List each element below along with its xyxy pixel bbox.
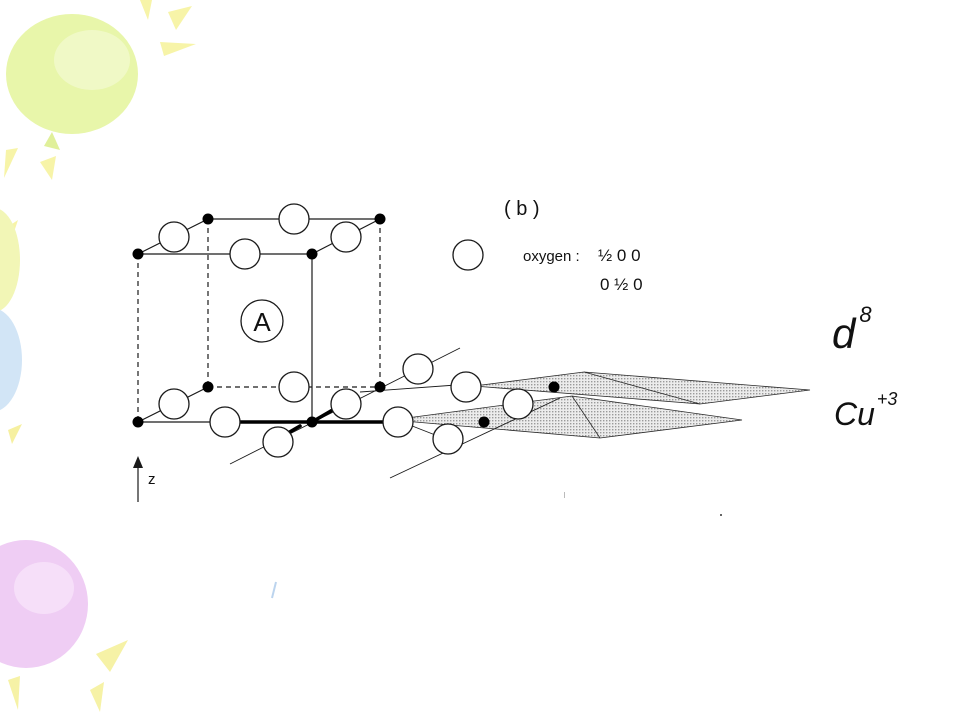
copper-atom — [306, 416, 318, 428]
copper-atom — [374, 381, 386, 393]
z-axis-label: z — [148, 471, 156, 488]
yellow-balloon-icon — [0, 209, 20, 311]
oxygen-atom — [382, 406, 414, 438]
oxygen-atom — [278, 203, 310, 235]
oxygen-atom — [262, 426, 294, 458]
green-balloon-icon — [6, 14, 138, 150]
copper-atom — [202, 381, 214, 393]
copper-atom — [374, 213, 386, 225]
handwritten-cu3: Cu+3 — [834, 389, 897, 432]
oxygen-atoms — [158, 203, 534, 458]
scan-specks — [564, 492, 722, 516]
oxygen-atom — [450, 371, 482, 403]
oxygen-atom — [229, 238, 261, 270]
oxygen-atom — [330, 388, 362, 420]
oxygen-atom — [209, 406, 241, 438]
oxygen-atom — [502, 388, 534, 420]
oxygen-legend-label: oxygen : — [523, 248, 580, 265]
oxygen-legend: oxygen : ½ 0 0 0 ½ 0 — [452, 239, 643, 294]
oxygen-atom — [158, 388, 190, 420]
oxygen-legend-position-2: 0 ½ 0 — [600, 275, 643, 294]
oxygen-atom — [330, 221, 362, 253]
z-axis: z — [133, 456, 156, 502]
copper-atoms — [132, 213, 560, 428]
cuo2-planes — [391, 371, 811, 439]
copper-atom — [132, 248, 144, 260]
cell-label-text: A — [253, 307, 271, 337]
oxygen-legend-symbol — [452, 239, 484, 271]
cell-label: A — [240, 299, 284, 343]
oxygen-atom — [158, 221, 190, 253]
copper-atom — [202, 213, 214, 225]
copper-atom — [548, 381, 560, 393]
small-mark-icon — [271, 581, 277, 599]
purple-balloon-icon — [0, 540, 128, 712]
panel-label: ( b ) — [504, 198, 540, 220]
oxygen-atom — [432, 423, 464, 455]
oxygen-atom — [402, 353, 434, 385]
copper-atom — [306, 248, 318, 260]
blue-balloon-icon — [0, 309, 22, 444]
copper-atom — [132, 416, 144, 428]
balloon-decoration — [0, 0, 277, 712]
oxygen-atom — [278, 371, 310, 403]
z-axis-arrow-icon — [133, 456, 143, 468]
copper-atom — [478, 416, 490, 428]
oxygen-legend-position-1: ½ 0 0 — [598, 246, 641, 265]
